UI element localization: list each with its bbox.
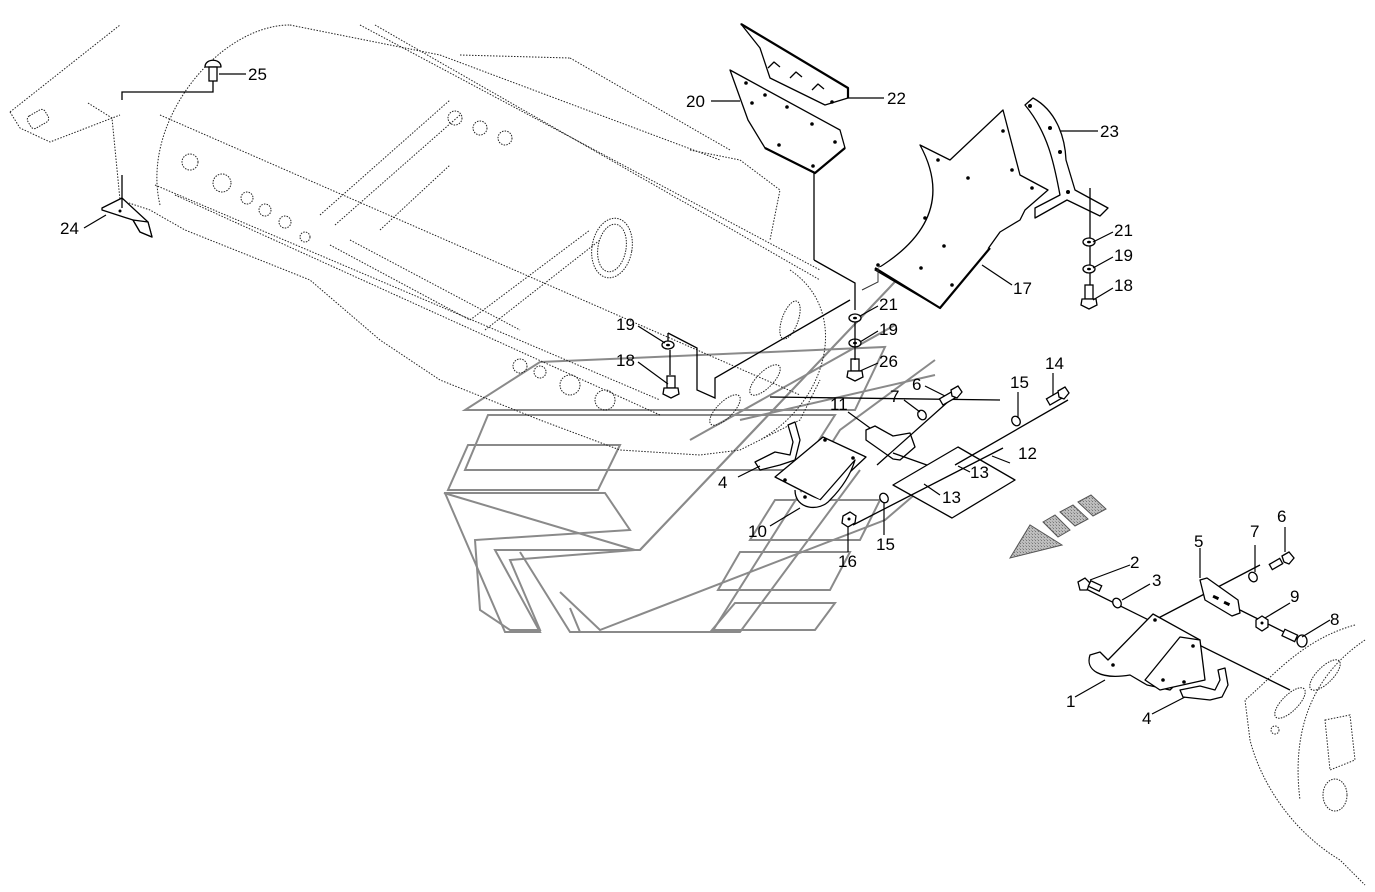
callout-11[interactable]: 11 <box>830 395 848 414</box>
callout-21-right[interactable]: 21 <box>1114 221 1133 240</box>
callout-13-upper[interactable]: 13 <box>970 463 989 482</box>
callout-26[interactable]: 26 <box>879 352 898 371</box>
leader-lines <box>83 73 1331 715</box>
callout-10[interactable]: 10 <box>748 522 767 541</box>
part-17-shield-panel <box>861 109 1049 310</box>
part-24-corner-guard <box>101 175 153 238</box>
callout-2[interactable]: 2 <box>1130 553 1139 572</box>
fastener-stack-right <box>1080 237 1098 310</box>
callout-4-center[interactable]: 4 <box>718 473 727 492</box>
part-23-curved-strip <box>1024 97 1109 300</box>
part-20-side-plate <box>729 69 856 310</box>
callout-12[interactable]: 12 <box>1018 444 1037 463</box>
pivot-assembly <box>754 385 1070 528</box>
callout-15-bottom[interactable]: 15 <box>876 535 895 554</box>
callout-25[interactable]: 25 <box>248 65 267 84</box>
vehicle-frame <box>9 24 1366 886</box>
callout-13-lower[interactable]: 13 <box>942 488 961 507</box>
callout-3[interactable]: 3 <box>1152 571 1161 590</box>
callout-6-center[interactable]: 6 <box>912 375 921 394</box>
callout-18-right[interactable]: 18 <box>1114 276 1133 295</box>
callout-4-lower[interactable]: 4 <box>1142 709 1151 728</box>
callout-14[interactable]: 14 <box>1045 354 1064 373</box>
callout-18-left[interactable]: 18 <box>616 351 635 370</box>
callout-20[interactable]: 20 <box>686 92 705 111</box>
callout-19-right[interactable]: 19 <box>1114 246 1133 265</box>
callout-19-center[interactable]: 19 <box>879 320 898 339</box>
callout-5[interactable]: 5 <box>1194 532 1203 551</box>
fastener-stack-center <box>846 313 864 382</box>
callout-7-lower[interactable]: 7 <box>1250 522 1259 541</box>
callout-15-top[interactable]: 15 <box>1010 373 1029 392</box>
part-25-carriage-bolt <box>121 59 222 100</box>
callout-24[interactable]: 24 <box>60 219 79 238</box>
callout-7-center[interactable]: 7 <box>890 387 899 406</box>
callout-6-lower[interactable]: 6 <box>1277 507 1286 526</box>
callout-17[interactable]: 17 <box>1013 279 1032 298</box>
callout-19-left[interactable]: 19 <box>616 315 635 334</box>
callout-labels: 25 24 20 22 23 17 21 19 18 21 19 26 19 1… <box>60 65 1339 728</box>
lower-right-assembly <box>1077 551 1308 701</box>
part-22-slotted-cover <box>740 23 850 106</box>
callout-9[interactable]: 9 <box>1290 587 1299 606</box>
callout-8[interactable]: 8 <box>1330 610 1339 629</box>
callout-23[interactable]: 23 <box>1100 122 1119 141</box>
callout-21-center[interactable]: 21 <box>879 295 898 314</box>
forward-direction-arrow <box>1008 494 1107 559</box>
callout-22[interactable]: 22 <box>887 89 906 108</box>
callout-16[interactable]: 16 <box>838 552 857 571</box>
callout-1[interactable]: 1 <box>1066 692 1075 711</box>
